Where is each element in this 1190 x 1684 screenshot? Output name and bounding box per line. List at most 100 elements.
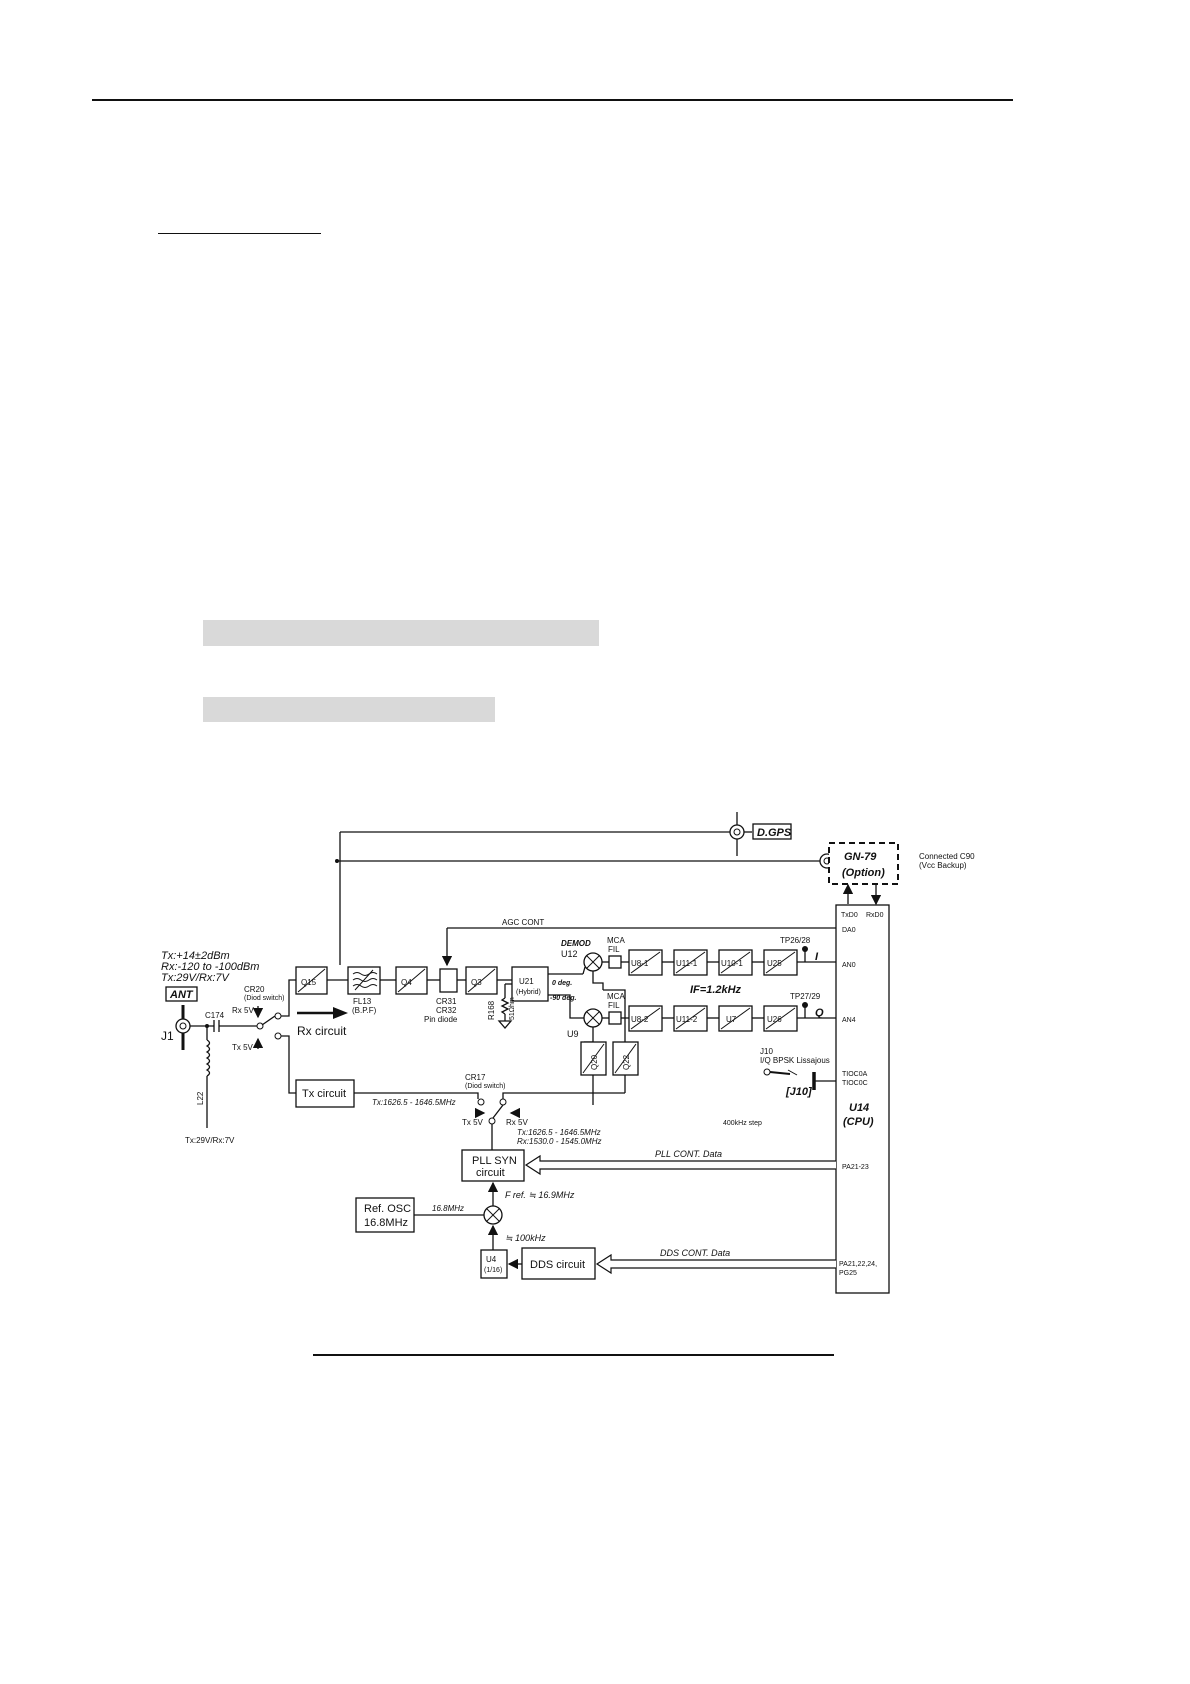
antenna-connector-j1: [175, 1005, 191, 1050]
u14-label: U14: [849, 1102, 869, 1114]
txd0-label: TxD0: [841, 912, 858, 919]
cr20-label: CR20: [244, 985, 265, 994]
u9-label: U9: [567, 1029, 579, 1039]
pin-diode-label: Pin diode: [424, 1015, 458, 1024]
redacted-heading-bar-2: [203, 697, 495, 722]
section-underline: [158, 233, 321, 234]
hybrid-label: (Hybrid): [516, 989, 541, 996]
dgps-label: D.GPS: [757, 827, 792, 839]
tx-band2-label: Tx:1626.5 - 1646.5MHz: [517, 1128, 601, 1137]
tx-power-label: Tx:+14±2dBm: [161, 950, 230, 962]
deg0-label: 0 deg.: [552, 980, 572, 987]
u8-1-label: U8-1: [631, 959, 649, 968]
u4-divider-block: [480, 1249, 508, 1279]
u12-label: U12: [561, 949, 578, 959]
pll-circuit-label: circuit: [476, 1167, 505, 1179]
r168-label: R168: [487, 1000, 496, 1020]
tioc0a-label: TIOC0A: [842, 1071, 868, 1078]
bpf-label: (B.P.F): [352, 1006, 377, 1015]
fl13-bpf-block: [347, 966, 381, 995]
q22-label: Q22: [622, 1054, 631, 1070]
u25-label: U25: [767, 959, 782, 968]
u21-label: U21: [519, 977, 534, 986]
rx-level-label: Rx:-120 to -100dBm: [161, 961, 259, 973]
q3-label: Q3: [471, 978, 482, 987]
caption-rule: [313, 1354, 834, 1356]
gn79-option-label: (Option): [842, 867, 885, 879]
u11-2-label: U11-2: [676, 1015, 698, 1024]
vcc-backup-label: (Vcc Backup): [919, 861, 967, 870]
demod-label: DEMOD: [561, 939, 591, 948]
u26-label: U26: [767, 1015, 782, 1024]
j1-label: J1: [161, 1029, 174, 1043]
an4-label: AN4: [842, 1017, 856, 1024]
l22-label: L22: [196, 1091, 205, 1105]
r168-value-label: 51Ωhm: [509, 997, 516, 1020]
u4-label: U4: [486, 1255, 497, 1264]
iq-bpsk-label: I/Q BPSK Lissajous: [760, 1056, 830, 1065]
fil-label-2: FIL: [608, 1001, 620, 1010]
u7-label: U7: [726, 1015, 737, 1024]
i-chain: U8-1 U11-1 U10-1 U25: [628, 946, 836, 976]
mca-fil-1: [608, 955, 622, 969]
cr17-diod-switch-label: (Diod switch): [465, 1083, 505, 1090]
q15-label: Q15: [301, 978, 317, 987]
da0-label: DA0: [842, 927, 856, 934]
header-rule: [92, 99, 1013, 101]
connected-c90-label: Connected C90: [919, 852, 975, 861]
demod-mixer-u12: [583, 952, 603, 972]
if-freq-label: IF=1.2kHz: [690, 984, 742, 996]
pa21-23-label: PA21-23: [842, 1164, 869, 1171]
tx-band-label: Tx:1626.5 - 1646.5MHz: [372, 1098, 456, 1107]
c174-label: C174: [205, 1011, 225, 1020]
fl13-label: FL13: [353, 997, 372, 1006]
tioc0c-label: TIOC0C: [842, 1080, 868, 1087]
i-output-label: I: [815, 951, 819, 963]
an0-label: AN0: [842, 962, 856, 969]
ant-label-box: [165, 986, 198, 1002]
mca-label-2: MCA: [607, 992, 625, 1001]
cr32-label: CR32: [436, 1006, 457, 1015]
q20-block: Q20: [580, 1041, 607, 1076]
mixer-ref: [483, 1205, 503, 1225]
q4-label: Q4: [401, 978, 412, 987]
ref-osc-label: Ref. OSC: [364, 1203, 411, 1215]
cpu-u14-block: TxD0 RxD0 DA0 AN0 AN4 TIOC0A TIOC0C U14 …: [835, 904, 890, 1294]
cr20-diod-switch-label: (Diod switch): [244, 995, 284, 1002]
supply-label: Tx:29V/Rx:7V: [161, 972, 231, 984]
rx-circuit-label: Rx circuit: [297, 1024, 347, 1038]
dgps-label-box: D.GPS: [752, 823, 792, 840]
pin-diode-block: [439, 968, 458, 993]
pa21-22-24-label: PA21,22,24,: [839, 1261, 877, 1268]
dds-cont-label: DDS CONT. Data: [660, 1248, 730, 1258]
mixer-u9: [583, 1008, 603, 1028]
ref-osc-block: [355, 1197, 415, 1233]
pg25-label: PG25: [839, 1270, 857, 1277]
dds-circuit-label: DDS circuit: [530, 1259, 585, 1271]
agc-cont-label: AGC CONT: [502, 918, 544, 927]
cr31-label: CR31: [436, 997, 457, 1006]
tp27-29-label: TP27/29: [790, 992, 821, 1001]
q-chain: U8-2 U11-2 U7 U26: [628, 1002, 836, 1032]
u8-2-label: U8-2: [631, 1015, 649, 1024]
u4-div-label: (1/16): [484, 1267, 502, 1274]
u10-1-label: U10-1: [721, 959, 743, 968]
gn79-option-box: GN-79 (Option): [828, 842, 899, 885]
redacted-heading-bar-1: [203, 620, 599, 646]
mca-fil-2: [608, 1011, 622, 1025]
cr20-tx5v-label: Tx 5V: [232, 1043, 254, 1052]
dgps-line: [339, 812, 752, 965]
u21-hybrid-block: [511, 966, 549, 1002]
step-label: 400kHz step: [723, 1120, 762, 1127]
cpu-label: (CPU): [843, 1116, 874, 1128]
mca-label-1: MCA: [607, 936, 625, 945]
f100k-label: ≒ 100kHz: [505, 1233, 546, 1243]
dds-circuit-block: [521, 1247, 596, 1280]
q22-block: Q22: [612, 1041, 639, 1076]
ref-osc-freq-label: 16.8MHz: [364, 1217, 408, 1229]
rx-band-label: Rx:1530.0 - 1545.0MHz: [517, 1137, 602, 1146]
f16-8-label: 16.8MHz: [432, 1204, 464, 1213]
rxd0-label: RxD0: [866, 912, 884, 919]
cr20-rx5v-label: Rx 5V: [232, 1006, 254, 1015]
